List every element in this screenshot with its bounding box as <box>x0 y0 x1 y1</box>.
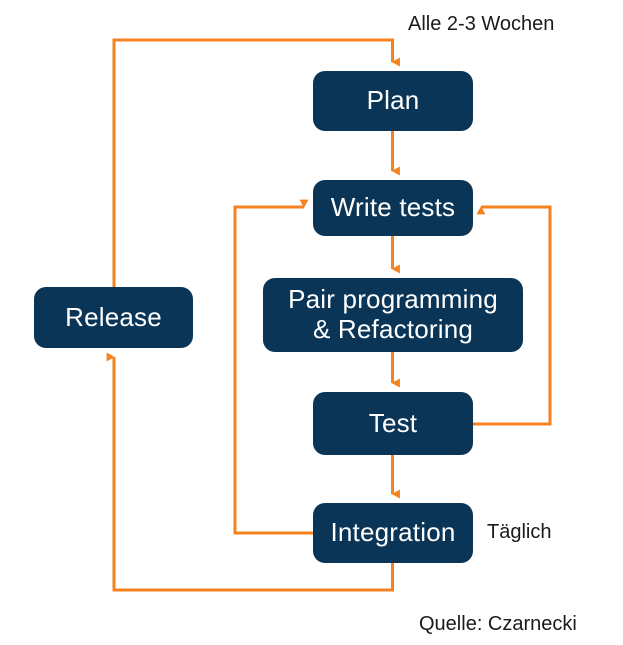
node-test[interactable]: Test <box>313 392 473 455</box>
node-test-label: Test <box>368 407 418 438</box>
node-plan-label: Plan <box>366 85 420 116</box>
node-plan[interactable]: Plan <box>313 71 473 131</box>
node-release-label: Release <box>65 301 162 332</box>
node-write-tests-label: Write tests <box>330 192 456 223</box>
edge-integration-back-to-write-tests <box>233 199 313 535</box>
annotation-cycle-cadence: Alle 2-3 Wochen <box>408 13 555 35</box>
node-pair-programming[interactable]: Pair programming & Refactoring <box>263 278 523 352</box>
annotation-daily-cadence: Täglich <box>487 521 552 543</box>
node-integration-label: Integration <box>330 517 456 548</box>
node-integration[interactable]: Integration <box>313 503 473 563</box>
edge-integration-to-release <box>106 352 394 592</box>
node-write-tests[interactable]: Write tests <box>313 180 473 236</box>
node-pair-programming-label: Pair programming & Refactoring <box>288 284 498 344</box>
edge-test-back-to-write-tests <box>472 205 552 426</box>
edge-release-to-plan <box>112 38 400 287</box>
node-release[interactable]: Release <box>34 287 193 348</box>
annotation-source-credit: Quelle: Czarnecki <box>419 613 577 635</box>
